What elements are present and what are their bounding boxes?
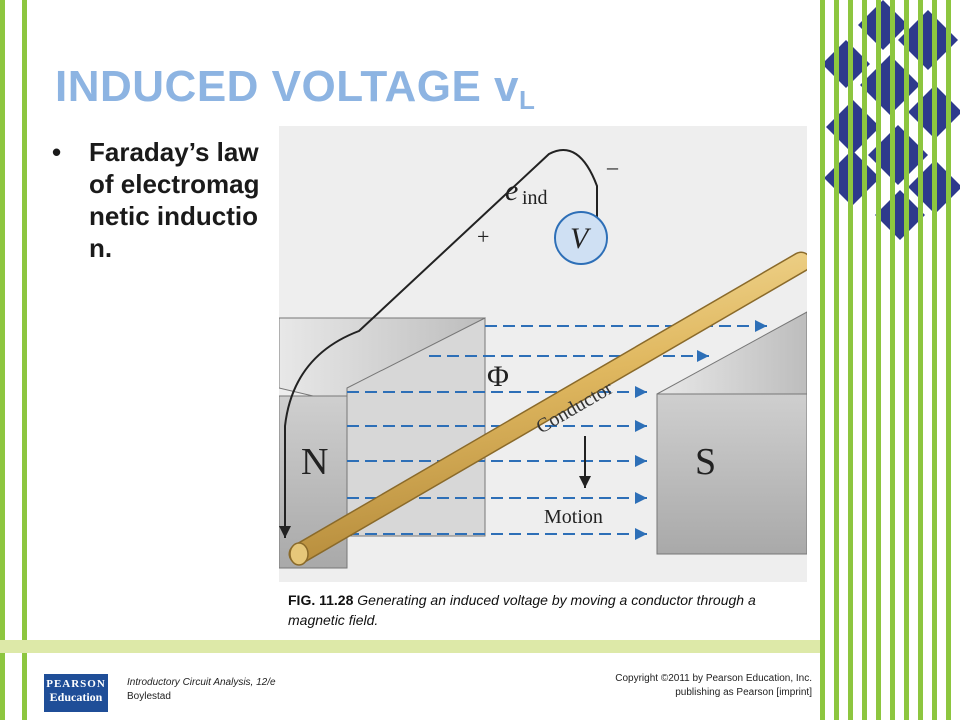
minus-label: –: [606, 154, 619, 179]
motion-label: Motion: [544, 506, 603, 528]
book-citation: Introductory Circuit Analysis, 12/e Boyl…: [127, 676, 276, 704]
footer-band: [0, 640, 820, 653]
book-title: Introductory Circuit Analysis, 12/e: [127, 677, 276, 688]
pearson-logo: PEARSON Education: [44, 674, 108, 712]
slide-title: INDUCED VOLTAGE vL: [55, 62, 536, 115]
copyright-line2: publishing as Pearson [imprint]: [675, 687, 812, 698]
caption-text: Generating an induced voltage by moving …: [288, 592, 756, 628]
book-author: Boylestad: [127, 691, 171, 702]
voltmeter: V: [554, 211, 608, 265]
voltmeter-label: V: [570, 222, 592, 255]
plus-label: +: [477, 224, 489, 249]
phi-label: Φ: [487, 360, 509, 393]
eind-subscript: ind: [522, 187, 548, 209]
eind-label: e: [505, 174, 518, 207]
logo-line2: Education: [49, 690, 103, 704]
copyright-line1: Copyright ©2011 by Pearson Education, In…: [615, 673, 812, 684]
north-label: N: [301, 441, 328, 483]
south-label: S: [695, 441, 716, 483]
bullet-dot: •: [52, 137, 62, 167]
green-stripes: [820, 0, 951, 720]
flux-lines: [347, 320, 767, 540]
copyright-notice: Copyright ©2011 by Pearson Education, In…: [615, 672, 812, 700]
caption-id: FIG. 11.28: [288, 592, 354, 608]
figure-caption: FIG. 11.28 Generating an induced voltage…: [288, 590, 758, 630]
induction-figure: N S Φ V e ind + – Conductor Motion: [279, 126, 807, 582]
lead-wire: [284, 149, 598, 538]
bullet-text: Faraday’s law of electromagnetic inducti…: [89, 137, 260, 263]
logo-line1: PEARSON: [46, 678, 106, 690]
title-subscript: L: [519, 85, 536, 115]
south-pole: S: [656, 311, 807, 555]
